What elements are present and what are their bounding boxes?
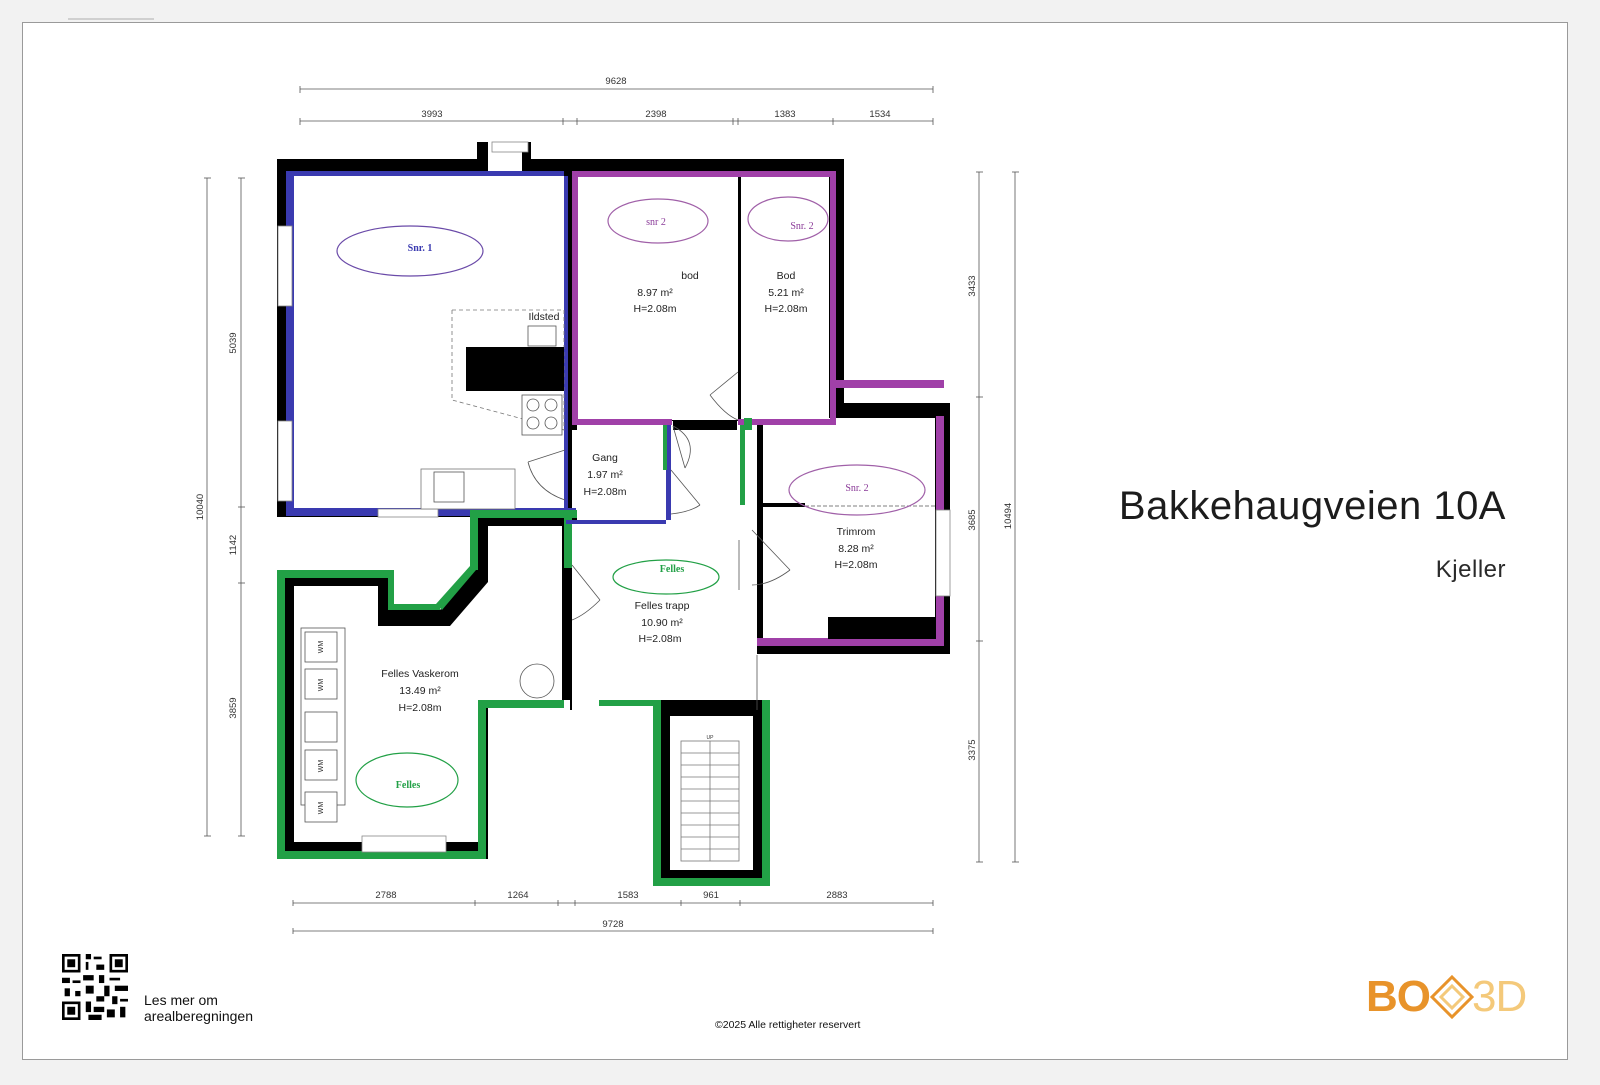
stair-hall-floor <box>577 430 752 700</box>
unit-label-snr1: Snr. 1 <box>408 243 433 254</box>
room-gang-area: 1.97 m² <box>587 469 623 481</box>
room-bod2-area: 5.21 m² <box>768 287 804 299</box>
dim-bottom-total: 9728 <box>602 919 623 930</box>
dim-left-c: 3859 <box>228 697 239 718</box>
wall-segment <box>759 503 805 507</box>
dim-bottom-e: 2883 <box>826 890 847 901</box>
room-gang-name: Gang <box>592 452 618 464</box>
dim-left-a: 5039 <box>228 332 239 353</box>
dim-bottom-b: 1264 <box>507 890 528 901</box>
room-felles-trapp-area: 10.90 m² <box>641 617 683 629</box>
unit-label-felles-1: Felles <box>660 564 685 575</box>
room-vaskerom-height: H=2.08m <box>399 702 442 714</box>
dim-bottom-a: 2788 <box>375 890 396 901</box>
gang-wall-lining <box>566 520 666 524</box>
room-labels: bod 8.97 m² H=2.08m Bod 5.21 m² H=2.08m … <box>381 270 877 714</box>
dim-bottom-c: 1583 <box>617 890 638 901</box>
room-vaskerom-area: 13.49 m² <box>399 685 441 697</box>
kitchen-fixtures <box>420 309 565 699</box>
dim-right-total: 10494 <box>1003 503 1014 529</box>
room-bod1-name: bod <box>681 270 699 282</box>
unit-labels: Snr. 1 snr 2 Snr. 2 Snr. 2 Felles Felles <box>396 217 869 791</box>
dimension-labels: 9628 3993 2398 1383 1534 2788 1264 1583 … <box>195 76 1014 930</box>
room-gang-height: H=2.08m <box>584 486 627 498</box>
unit-label-felles-2: Felles <box>396 780 421 791</box>
room-bod1-area: 8.97 m² <box>637 287 673 299</box>
room-bod1-height: H=2.08m <box>634 303 677 315</box>
room-vaskerom-name: Felles Vaskerom <box>381 668 459 680</box>
staircase <box>680 740 740 862</box>
dim-top-a: 3993 <box>421 109 442 120</box>
dimension-lines <box>204 86 1019 934</box>
room-trimrom-name: Trimrom <box>837 526 876 538</box>
dim-left-b: 1142 <box>228 535 239 555</box>
logo-text-left: BO <box>1366 972 1431 1021</box>
windows <box>277 141 951 853</box>
fireplace-label: Ildsted <box>529 311 560 323</box>
dim-bottom-d: 961 <box>703 890 719 901</box>
dim-left-total: 10040 <box>195 494 206 520</box>
unit-label-snr2-c: Snr. 2 <box>845 483 868 494</box>
wm-label: WM <box>318 641 325 654</box>
room-bod2-height: H=2.08m <box>765 303 808 315</box>
room-trimrom-height: H=2.08m <box>835 559 878 571</box>
doors <box>527 371 935 710</box>
wall-block <box>828 617 936 639</box>
copyright-text: ©2025 Alle rettigheter reservert <box>715 1019 861 1031</box>
dim-top-b: 2398 <box>645 109 666 120</box>
qr-code-icon[interactable] <box>62 954 128 1020</box>
dim-top-d: 1534 <box>869 109 890 120</box>
address-title: Bakkehaugveien 10A <box>1118 484 1506 528</box>
floor-subtitle: Kjeller <box>1435 556 1506 583</box>
wm-label: WM <box>318 802 325 815</box>
area-info-link[interactable]: Les mer om arealberegningen <box>144 992 253 1024</box>
top-edge-line <box>68 18 154 20</box>
wm-label: WM <box>318 679 325 692</box>
area-info-line1: Les mer om <box>144 992 218 1008</box>
unit-label-snr2-a: snr 2 <box>646 217 666 228</box>
dim-right-b: 3685 <box>967 509 978 530</box>
room-bod2-name: Bod <box>777 270 796 282</box>
room-trimrom-area: 8.28 m² <box>838 543 874 555</box>
area-info-line2: arealberegningen <box>144 1008 253 1024</box>
dim-right-c: 3375 <box>967 739 978 760</box>
logo-diamond-icon <box>1430 975 1474 1019</box>
logo-text-right: 3D <box>1472 972 1527 1021</box>
stair-up-label: UP <box>707 735 715 741</box>
washing-machines <box>300 627 346 823</box>
hall-opening <box>572 526 586 706</box>
room-felles-trapp-height: H=2.08m <box>639 633 682 645</box>
room-interiors <box>294 142 935 638</box>
dim-top-total: 9628 <box>605 76 626 87</box>
dim-right-a: 3433 <box>967 275 978 296</box>
unit-label-snr2-b: Snr. 2 <box>790 221 813 232</box>
wm-labels: WM WM WM WM <box>318 641 325 815</box>
common-area-walls <box>277 512 770 886</box>
dim-top-c: 1383 <box>774 109 795 120</box>
wm-label: WM <box>318 760 325 773</box>
unit-ellipses <box>336 196 926 808</box>
bo3d-logo: BO 3D <box>1366 973 1536 1023</box>
room-felles-trapp-name: Felles trapp <box>635 600 690 612</box>
